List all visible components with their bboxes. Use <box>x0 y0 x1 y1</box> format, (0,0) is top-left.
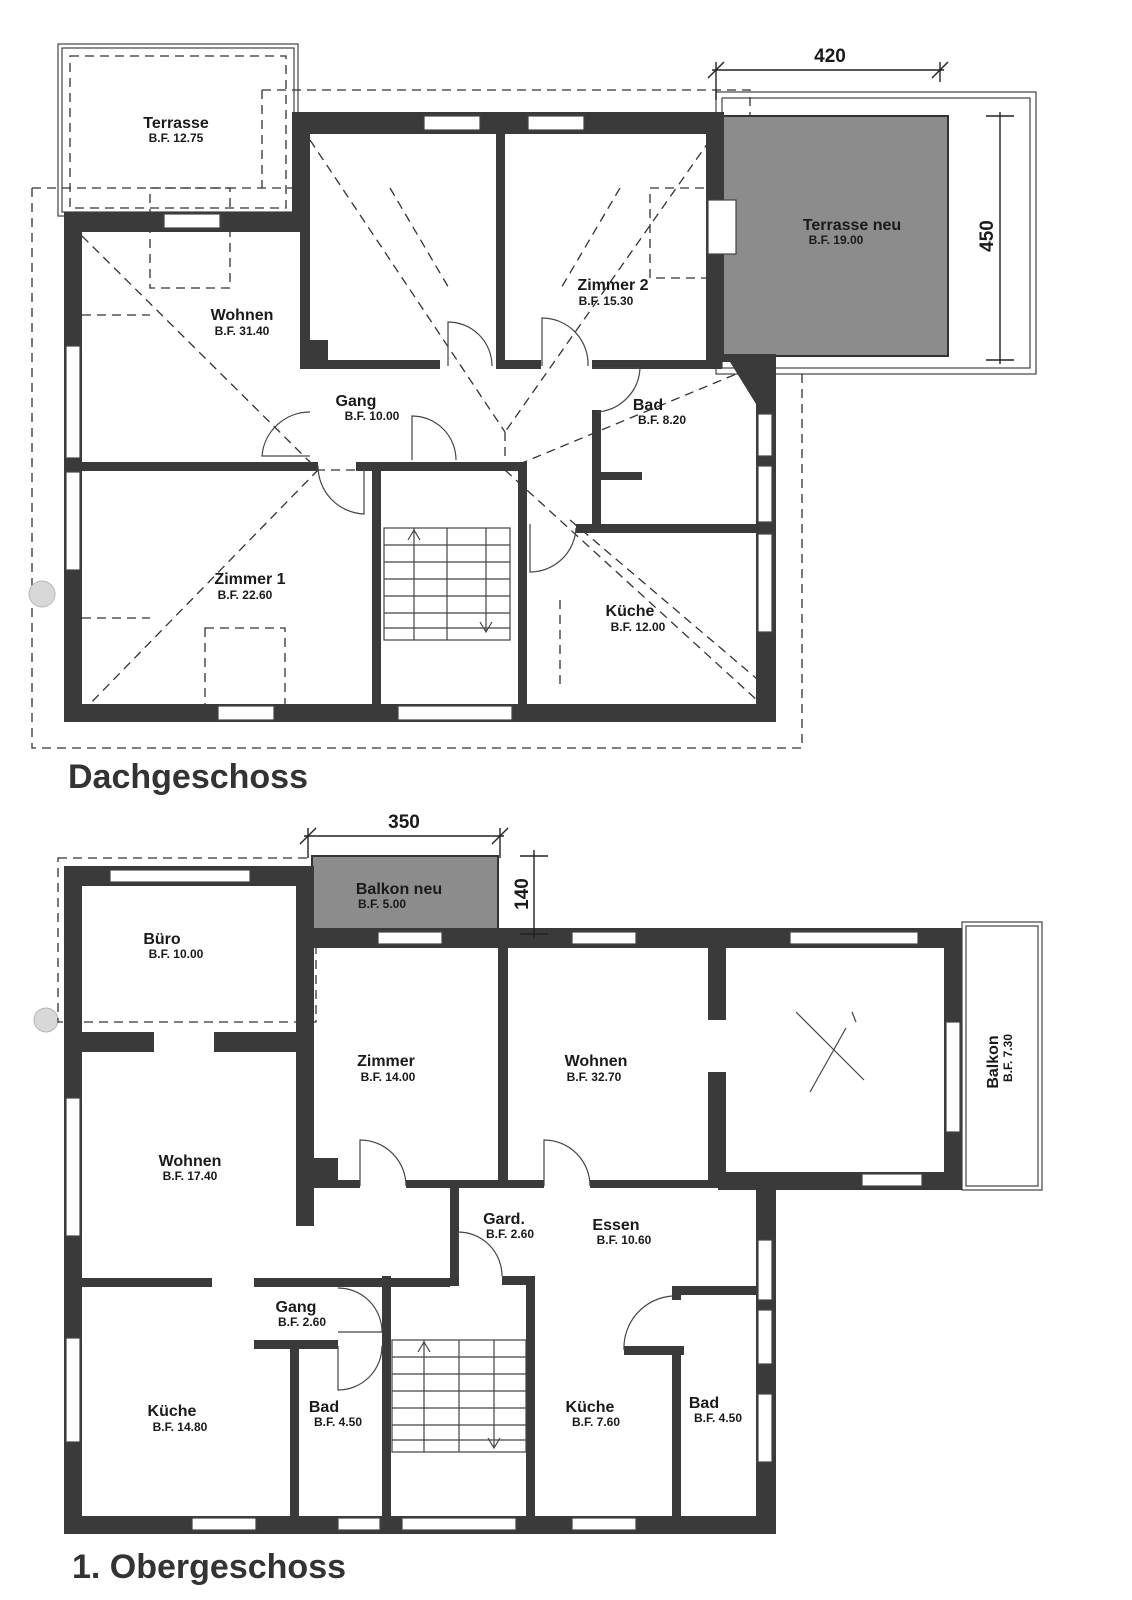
room-name-zimmer: Zimmer <box>357 1053 415 1070</box>
room-name-zimmer-1: Zimmer 1 <box>214 571 285 588</box>
room-area-balkon: B.F. 7.30 <box>1001 1034 1015 1082</box>
room-name-wohnen: Wohnen <box>211 307 274 324</box>
room-area-wohnen: B.F. 31.40 <box>215 324 270 338</box>
dachgeschoss-doors <box>261 317 641 573</box>
room-name-gang-og: Gang <box>276 1299 317 1316</box>
room-name-buero: Büro <box>143 931 181 948</box>
roof-outline <box>31 188 803 749</box>
punch-hole <box>33 1007 59 1033</box>
obergeschoss-dimensions <box>299 827 548 938</box>
terrace-depth-dimension: 450 <box>977 220 998 252</box>
room-name-kueche-2: Küche <box>566 1399 615 1416</box>
room-area-bad-2: B.F. 4.50 <box>694 1411 742 1425</box>
room-name-balkon-neu: Balkon neu <box>356 881 442 898</box>
room-area-terrasse: B.F. 12.75 <box>149 131 204 145</box>
room-area-essen: B.F. 10.60 <box>597 1233 652 1247</box>
balcony-depth-dimension: 140 <box>512 878 533 910</box>
room-area-zimmer-2: B.F. 15.30 <box>579 294 634 308</box>
room-area-zimmer: B.F. 14.00 <box>361 1070 416 1084</box>
room-area-kueche-1: B.F. 14.80 <box>153 1420 208 1434</box>
punch-hole <box>28 580 56 608</box>
obergeschoss-doors <box>337 1139 673 1391</box>
terrace-width-dimension: 420 <box>814 46 846 67</box>
room-name-wohnen-1: Wohnen <box>159 1153 222 1170</box>
room-name-bad: Bad <box>633 397 663 414</box>
room-name-balkon: Balkon <box>985 1035 1002 1088</box>
room-area-bad-1: B.F. 4.50 <box>314 1415 362 1429</box>
room-name-kueche: Küche <box>606 603 655 620</box>
room-name-terrasse-neu: Terrasse neu <box>803 217 901 234</box>
room-area-gang: B.F. 10.00 <box>345 409 400 423</box>
room-name-kueche-1: Küche <box>148 1403 197 1420</box>
room-area-kueche: B.F. 12.00 <box>611 620 666 634</box>
room-area-wohnen-1: B.F. 17.40 <box>163 1169 218 1183</box>
room-area-balkon-neu: B.F. 5.00 <box>358 897 406 911</box>
dachgeschoss-dimensions <box>707 61 1014 364</box>
floor-title-dachgeschoss: Dachgeschoss <box>68 758 308 796</box>
room-area-buero: B.F. 10.00 <box>149 947 204 961</box>
dachgeschoss-windows <box>65 115 773 721</box>
room-name-gard: Gard. <box>483 1211 525 1228</box>
room-area-terrasse-neu: B.F. 19.00 <box>809 233 864 247</box>
room-area-zimmer-1: B.F. 22.60 <box>218 588 273 602</box>
room-name-zimmer-2: Zimmer 2 <box>577 277 648 294</box>
room-name-wohnen-2: Wohnen <box>565 1053 628 1070</box>
balkon-neu-area <box>311 855 499 933</box>
room-area-kueche-2: B.F. 7.60 <box>572 1415 620 1429</box>
room-area-gang-og: B.F. 2.60 <box>278 1315 326 1329</box>
obergeschoss-stairs <box>391 1339 527 1453</box>
floor-title-obergeschoss: 1. Obergeschoss <box>72 1548 346 1586</box>
room-name-gang: Gang <box>336 393 377 410</box>
balcony-width-dimension: 350 <box>388 812 420 833</box>
room-name-essen: Essen <box>592 1217 639 1234</box>
pencil-marks <box>795 1011 865 1093</box>
dachgeschoss-stairs <box>383 527 511 641</box>
room-area-wohnen-2: B.F. 32.70 <box>567 1070 622 1084</box>
obergeschoss-plan: 350 140 Balkon neu B.F. 5.00 Büro B.F. 1… <box>57 812 1043 1586</box>
room-area-gard: B.F. 2.60 <box>486 1227 534 1241</box>
dachgeschoss-plan: 420 450 Terrasse B.F. 12.75 Terrasse neu… <box>31 43 1037 796</box>
room-name-terrasse: Terrasse <box>143 115 209 132</box>
room-area-bad: B.F. 8.20 <box>638 413 686 427</box>
obergeschoss-windows <box>65 869 961 1531</box>
room-name-bad-1: Bad <box>309 1399 339 1416</box>
room-name-bad-2: Bad <box>689 1395 719 1412</box>
terrasse-neu-area <box>719 115 949 357</box>
